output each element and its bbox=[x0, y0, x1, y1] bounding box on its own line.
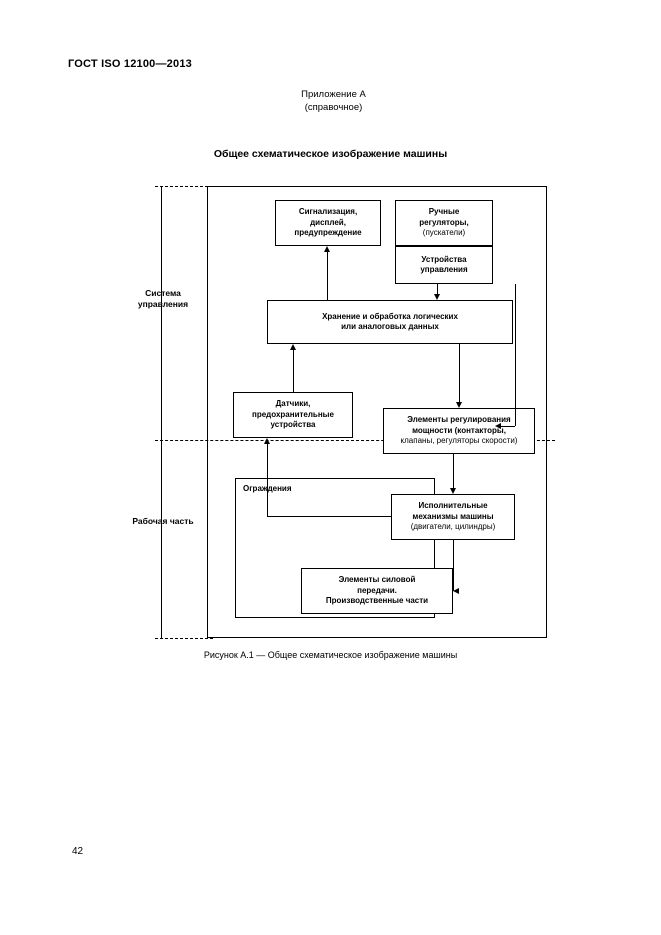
connector-actuators-to-transmission-vertical bbox=[453, 540, 454, 591]
box-sensors-line-2: предохранительные bbox=[252, 409, 334, 419]
box-power-control-line-3: клапаны, регуляторы скорости) bbox=[400, 436, 518, 446]
box-actuators-line-2: механизмы машины bbox=[412, 511, 494, 521]
box-transmission-line-1: Элементы силовой bbox=[338, 575, 416, 585]
connector-logic-to-power-control bbox=[459, 344, 460, 402]
arrow-controls-to-logic bbox=[433, 294, 440, 300]
box-actuators-line-3: (двигатели, цилиндры) bbox=[410, 522, 496, 532]
box-manual-controls-line-2: регуляторы, bbox=[419, 217, 469, 227]
box-control-devices: Устройства управления bbox=[395, 246, 493, 284]
annex-line-1: Приложение А bbox=[301, 89, 366, 100]
box-transmission-line-2: передачи. bbox=[357, 585, 397, 595]
box-manual-controls: Ручные регуляторы, (пускатели) bbox=[395, 200, 493, 246]
box-power-control-line-2: мощности (контакторы, bbox=[412, 425, 506, 435]
guards-frame bbox=[235, 478, 435, 618]
bracket-vertical-upper bbox=[161, 186, 162, 440]
box-sensors-line-1: Датчики, bbox=[275, 399, 311, 409]
box-sensors-line-3: устройства bbox=[270, 420, 316, 430]
side-label-control-system-line-1: Система bbox=[145, 288, 181, 298]
arrow-actuators-to-transmission bbox=[453, 587, 459, 594]
box-control-devices-line-2: управления bbox=[420, 265, 468, 274]
bracket-line-top bbox=[155, 186, 213, 187]
side-label-working-part-line-2: часть bbox=[169, 516, 194, 526]
box-logic-processing-line-2: или аналоговых данных bbox=[341, 322, 439, 331]
arrow-sensors-to-logic bbox=[289, 344, 296, 350]
arrow-right-bus-to-power-control bbox=[495, 422, 501, 429]
box-power-control: Элементы регулирования мощности (контакт… bbox=[383, 408, 535, 454]
box-sensors: Датчики, предохранительные устройства bbox=[233, 392, 353, 438]
machine-schematic-diagram: Система управления Рабочая часть Огражде… bbox=[132, 186, 555, 639]
connector-right-bus-horizontal bbox=[501, 426, 515, 427]
side-label-working-part: Рабочая часть bbox=[123, 516, 203, 527]
box-logic-processing: Хранение и обработка логических или анал… bbox=[267, 300, 513, 344]
connector-transmission-feedback-vertical bbox=[267, 444, 268, 516]
box-logic-processing-line-1: Хранение и обработка логических bbox=[322, 311, 458, 321]
box-actuators: Исполнительные механизмы машины (двигате… bbox=[391, 494, 515, 540]
box-actuators-line-1: Исполнительные bbox=[418, 501, 488, 511]
page-number: 42 bbox=[72, 846, 84, 857]
arrow-logic-to-power-control bbox=[455, 402, 462, 408]
page-title: Общее схематическое изображение машины bbox=[213, 148, 448, 160]
box-manual-controls-line-3: (пускатели) bbox=[422, 228, 466, 238]
bracket-line-middle bbox=[155, 440, 555, 441]
connector-transmission-feedback-horizontal bbox=[267, 516, 391, 517]
arrow-power-control-to-actuators bbox=[449, 488, 456, 494]
annex-heading: Приложение А (справочное) bbox=[0, 88, 661, 114]
box-signaling-line-2: дисплей, bbox=[310, 217, 346, 227]
connector-logic-to-signaling bbox=[327, 252, 328, 300]
box-transmission-line-3: Производственные части bbox=[325, 596, 429, 606]
bracket-line-bottom bbox=[155, 638, 213, 639]
arrow-logic-to-signaling bbox=[323, 246, 330, 252]
box-signaling: Сигнализация, дисплей, предупреждение bbox=[275, 200, 381, 246]
bracket-vertical-lower bbox=[161, 440, 162, 638]
box-control-devices-line-1: Устройства bbox=[421, 254, 467, 264]
side-label-control-system-line-2: управления bbox=[137, 299, 189, 309]
side-label-working-part-line-1: Рабочая bbox=[132, 516, 168, 526]
connector-sensors-to-logic bbox=[293, 350, 294, 392]
box-transmission: Элементы силовой передачи. Производствен… bbox=[301, 568, 453, 614]
box-power-control-line-1: Элементы регулирования bbox=[407, 415, 511, 425]
box-manual-controls-line-1: Ручные bbox=[428, 207, 460, 217]
connector-power-control-to-actuators bbox=[453, 454, 454, 488]
annex-line-2: (справочное) bbox=[304, 102, 363, 113]
box-signaling-line-1: Сигнализация, bbox=[298, 207, 358, 217]
side-label-control-system: Система управления bbox=[123, 288, 203, 310]
figure-caption: Рисунок А.1 — Общее схематическое изобра… bbox=[203, 650, 458, 660]
box-signaling-line-3: предупреждение bbox=[294, 228, 362, 238]
connector-right-bus-vertical bbox=[515, 284, 516, 426]
arrow-feedback-to-sensors bbox=[263, 438, 270, 444]
connector-controls-to-logic bbox=[437, 284, 438, 294]
standard-header: ГОСТ ISO 12100—2013 bbox=[68, 58, 192, 70]
